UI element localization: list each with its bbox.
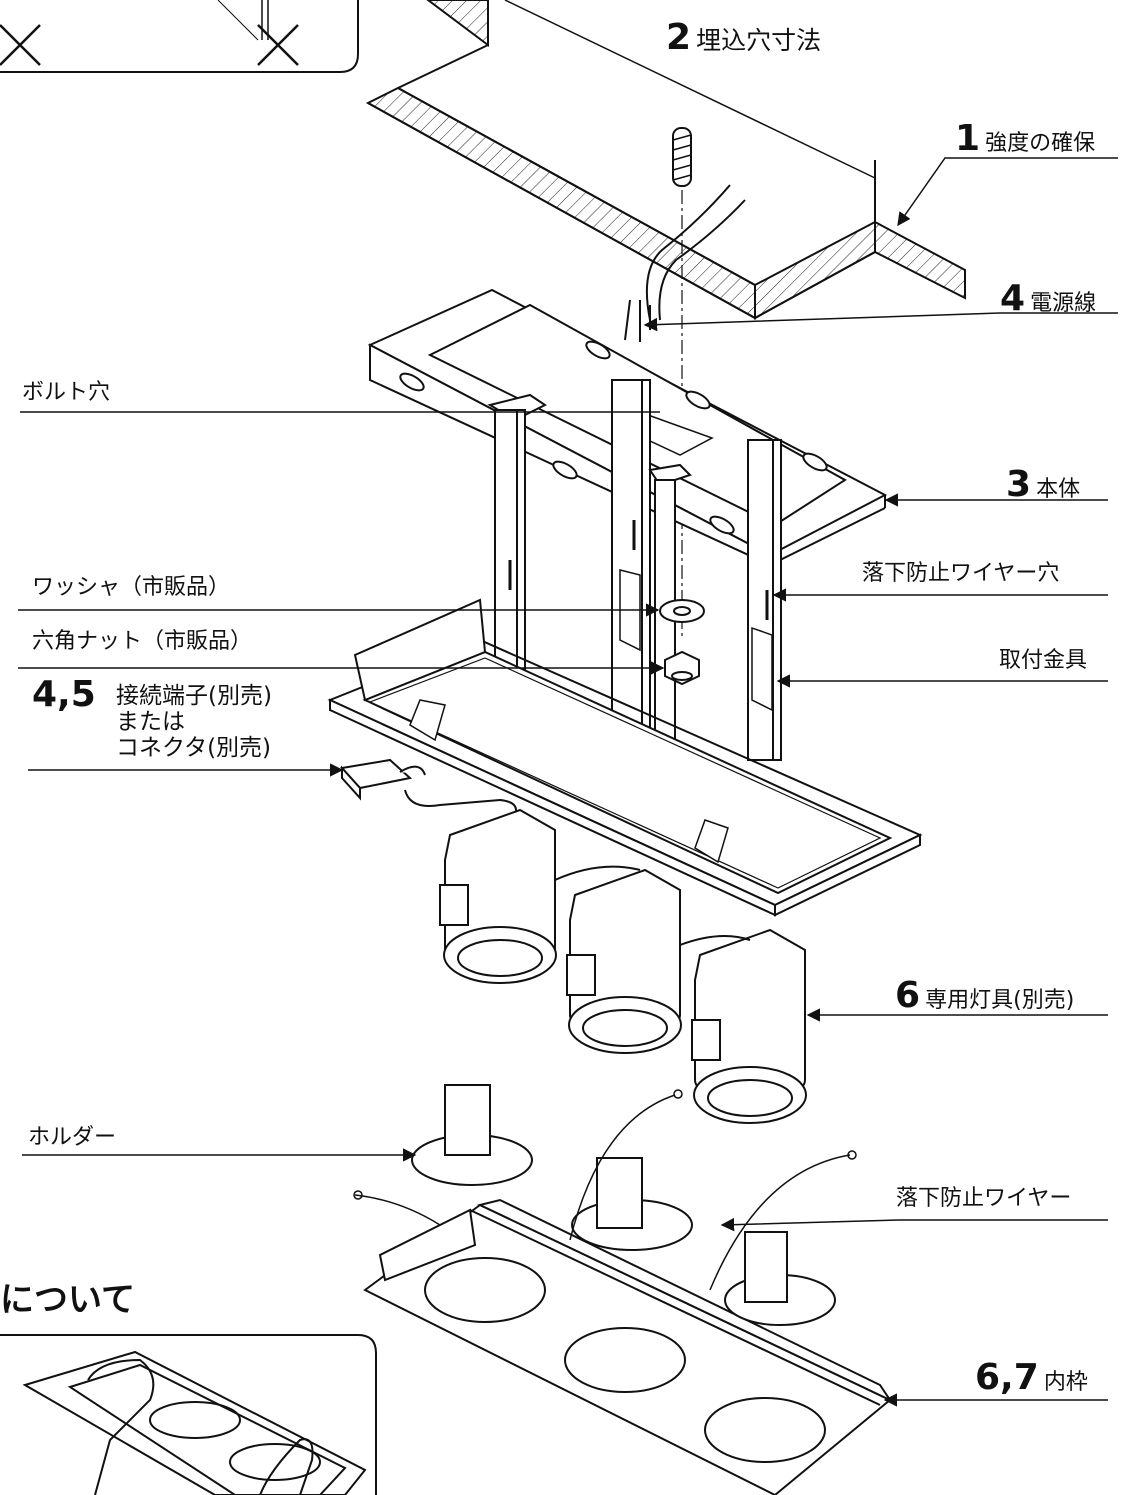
label-45-connector: 4,5 接続端子(別売) または コネクタ(別売) xyxy=(32,674,272,762)
label-67-text: 内枠 xyxy=(1043,1370,1088,1395)
washer-and-nut xyxy=(659,599,705,686)
label-2-text: 埋込穴寸法 xyxy=(696,26,822,55)
ceiling-slab xyxy=(365,0,966,320)
label-4-number: 4 xyxy=(1000,278,1026,319)
note-heading: について xyxy=(0,1280,135,1320)
lamp-units xyxy=(439,808,807,1124)
label-6-number: 6 xyxy=(895,975,921,1016)
label-6-lamp: 6 専用灯具(別売) xyxy=(895,978,1074,1014)
label-3-body: 3 本体 xyxy=(1006,467,1080,503)
connector xyxy=(340,758,517,816)
label-washer: ワッシャ（市販品） xyxy=(32,575,231,600)
label-45-line3: コネクタ(別売) xyxy=(116,735,272,761)
label-holder: ホルダー xyxy=(28,1125,117,1150)
label-1-text: 強度の確保 xyxy=(985,131,1096,156)
drop-wires xyxy=(353,1089,857,1291)
note-box-bottom xyxy=(0,1334,377,1495)
label-2-hole-size: 2 埋込穴寸法 xyxy=(666,20,821,56)
label-4-power-line: 4 電源線 xyxy=(1000,281,1096,317)
trim-frame xyxy=(327,598,923,917)
label-45-line2: または xyxy=(116,709,185,735)
label-6-text: 専用灯具(別売) xyxy=(925,988,1075,1013)
label-bolt-hole: ボルト穴 xyxy=(22,380,111,405)
label-67-number: 6,7 xyxy=(975,1357,1039,1398)
label-drop-wire-hole: 落下防止ワイヤー穴 xyxy=(862,561,1060,586)
label-drop-wire: 落下防止ワイヤー xyxy=(896,1186,1072,1211)
hanging-bolt xyxy=(672,127,692,187)
leader-lines xyxy=(18,157,1118,1407)
label-hex-nut: 六角ナット（市販品） xyxy=(32,629,253,654)
label-3-text: 本体 xyxy=(1036,477,1081,502)
warning-box-top xyxy=(0,0,359,73)
label-45-line1: 接続端子(別売) xyxy=(116,683,272,709)
label-1-strength: 1 強度の確保 xyxy=(955,121,1095,157)
label-bracket: 取付金具 xyxy=(999,648,1088,673)
holders xyxy=(378,1084,836,1326)
label-67-inner-frame: 6,7 内枠 xyxy=(975,1360,1088,1396)
label-1-number: 1 xyxy=(955,118,981,159)
label-2-number: 2 xyxy=(666,17,692,58)
label-4-text: 電源線 xyxy=(1030,291,1097,316)
label-3-number: 3 xyxy=(1006,464,1032,505)
label-45-number: 4,5 xyxy=(32,674,96,715)
